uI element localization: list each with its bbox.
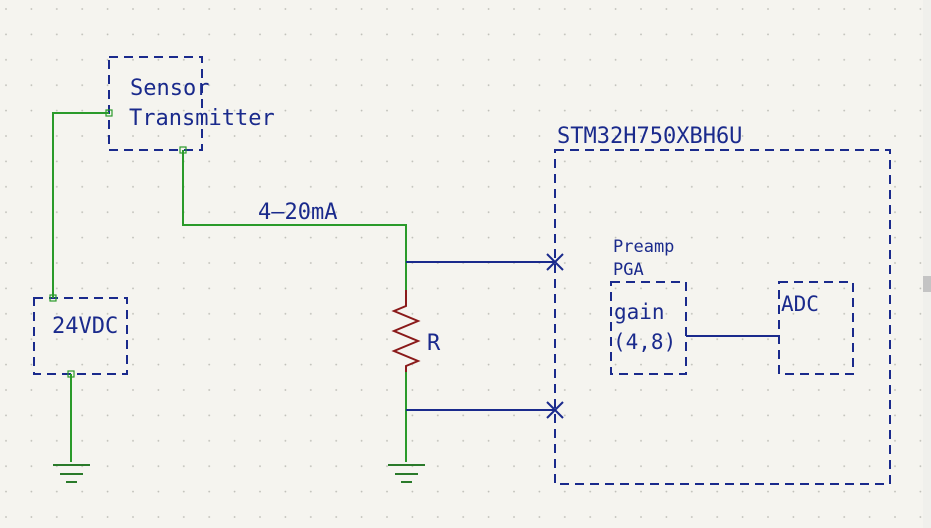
sensor-label-line2: Transmitter [129,106,275,131]
resistor-label: R [427,331,441,356]
ground-symbol-supply[interactable] [53,464,90,483]
no-connect-marker-bottom[interactable] [546,401,564,419]
resistor-symbol[interactable] [391,290,421,372]
scrollbar-thumb[interactable] [923,276,931,292]
sensor-transmitter-block[interactable] [108,56,203,151]
preamp-gain-label: gain [614,300,665,324]
sensor-pin-power[interactable] [105,109,113,117]
supply-pin-negative[interactable] [67,370,75,378]
preamp-title-line2: PGA [613,260,644,280]
ground-symbol-resistor[interactable] [388,464,425,483]
no-connect-marker-top[interactable] [546,253,564,271]
sensor-label-line1: Sensor [130,76,209,101]
wire-supply-to-sensor[interactable] [52,112,109,298]
adc-label: ADC [781,292,819,316]
adc-block[interactable] [778,281,854,375]
supply-24vdc-block[interactable] [33,297,128,375]
mcu-block[interactable] [554,149,891,485]
supply-label: 24VDC [52,314,118,339]
mcu-label: STM32H750XBH6U [557,124,742,149]
wire-current-loop[interactable] [182,150,407,290]
current-range-label: 4–20mA [258,200,337,225]
preamp-title-line1: Preamp [613,237,674,257]
supply-pin-positive[interactable] [49,294,57,302]
preamp-gain-values: (4,8) [613,330,676,354]
sensor-pin-output[interactable] [179,146,187,154]
vertical-scrollbar[interactable] [923,0,931,528]
preamp-block[interactable] [610,281,687,375]
